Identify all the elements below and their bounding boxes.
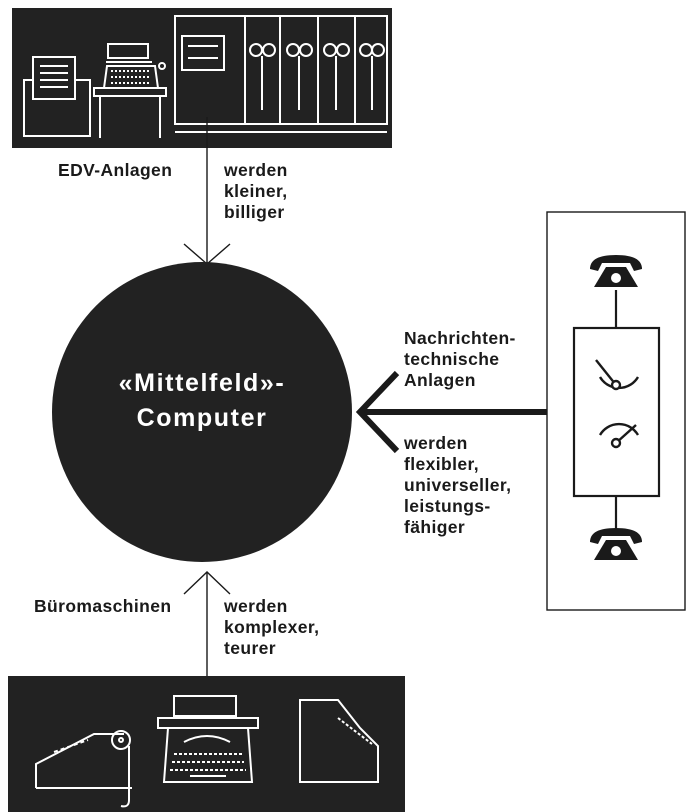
center-title-line1: «Mittelfeld»- xyxy=(118,369,286,397)
telecom-label-line: Anlagen xyxy=(404,370,476,390)
switch-icon xyxy=(598,422,640,449)
typewriter-icon xyxy=(157,695,259,783)
mainframe-icon xyxy=(174,15,388,133)
telecom-label-line: Nachrichten- xyxy=(404,328,516,348)
office-trend-line: komplexer, xyxy=(224,617,320,637)
telephone-icon xyxy=(590,255,642,287)
printer-icon xyxy=(23,56,91,137)
telecom-trend-line: fähiger xyxy=(404,517,466,537)
center-title-line2: Computer xyxy=(136,404,268,432)
telecom-trend-line: flexibler, xyxy=(404,454,480,474)
teleprinter-icon xyxy=(93,43,167,138)
edv-label: EDV-Anlagen xyxy=(58,160,173,180)
edv-trend: werden kleiner, billiger xyxy=(224,160,288,223)
office-trend-line: werden xyxy=(224,596,288,616)
tape-reel-icon xyxy=(323,43,350,110)
telecom-trend-line: universeller, xyxy=(404,475,512,495)
telephone-icon xyxy=(590,528,642,560)
edv-panel xyxy=(12,8,392,148)
office-trend: werden komplexer, teurer xyxy=(224,596,319,659)
telecom-trend-line: leistungs- xyxy=(404,496,491,516)
telecom-trend: werden flexibler, universeller, leistung… xyxy=(404,433,511,538)
tape-reel-icon xyxy=(359,43,385,110)
edv-trend-line: werden xyxy=(224,160,288,180)
office-trend-line: teurer xyxy=(224,638,277,658)
edv-trend-line: kleiner, xyxy=(224,181,288,201)
telecom-label: Nachrichten- technische Anlagen xyxy=(404,328,516,391)
tape-reel-icon xyxy=(286,43,313,110)
calculator-icon xyxy=(299,699,379,783)
office-panel xyxy=(8,676,405,812)
office-label: Büromaschinen xyxy=(34,596,172,616)
adding-machine-icon xyxy=(35,730,132,808)
switch-icon xyxy=(595,359,640,391)
edv-trend-line: billiger xyxy=(224,202,285,222)
right-arrow xyxy=(355,370,572,454)
center-circle xyxy=(52,262,352,562)
telecom-trend-line: werden xyxy=(404,433,468,453)
tape-reel-icon xyxy=(249,43,276,110)
telecom-label-line: technische xyxy=(404,349,500,369)
